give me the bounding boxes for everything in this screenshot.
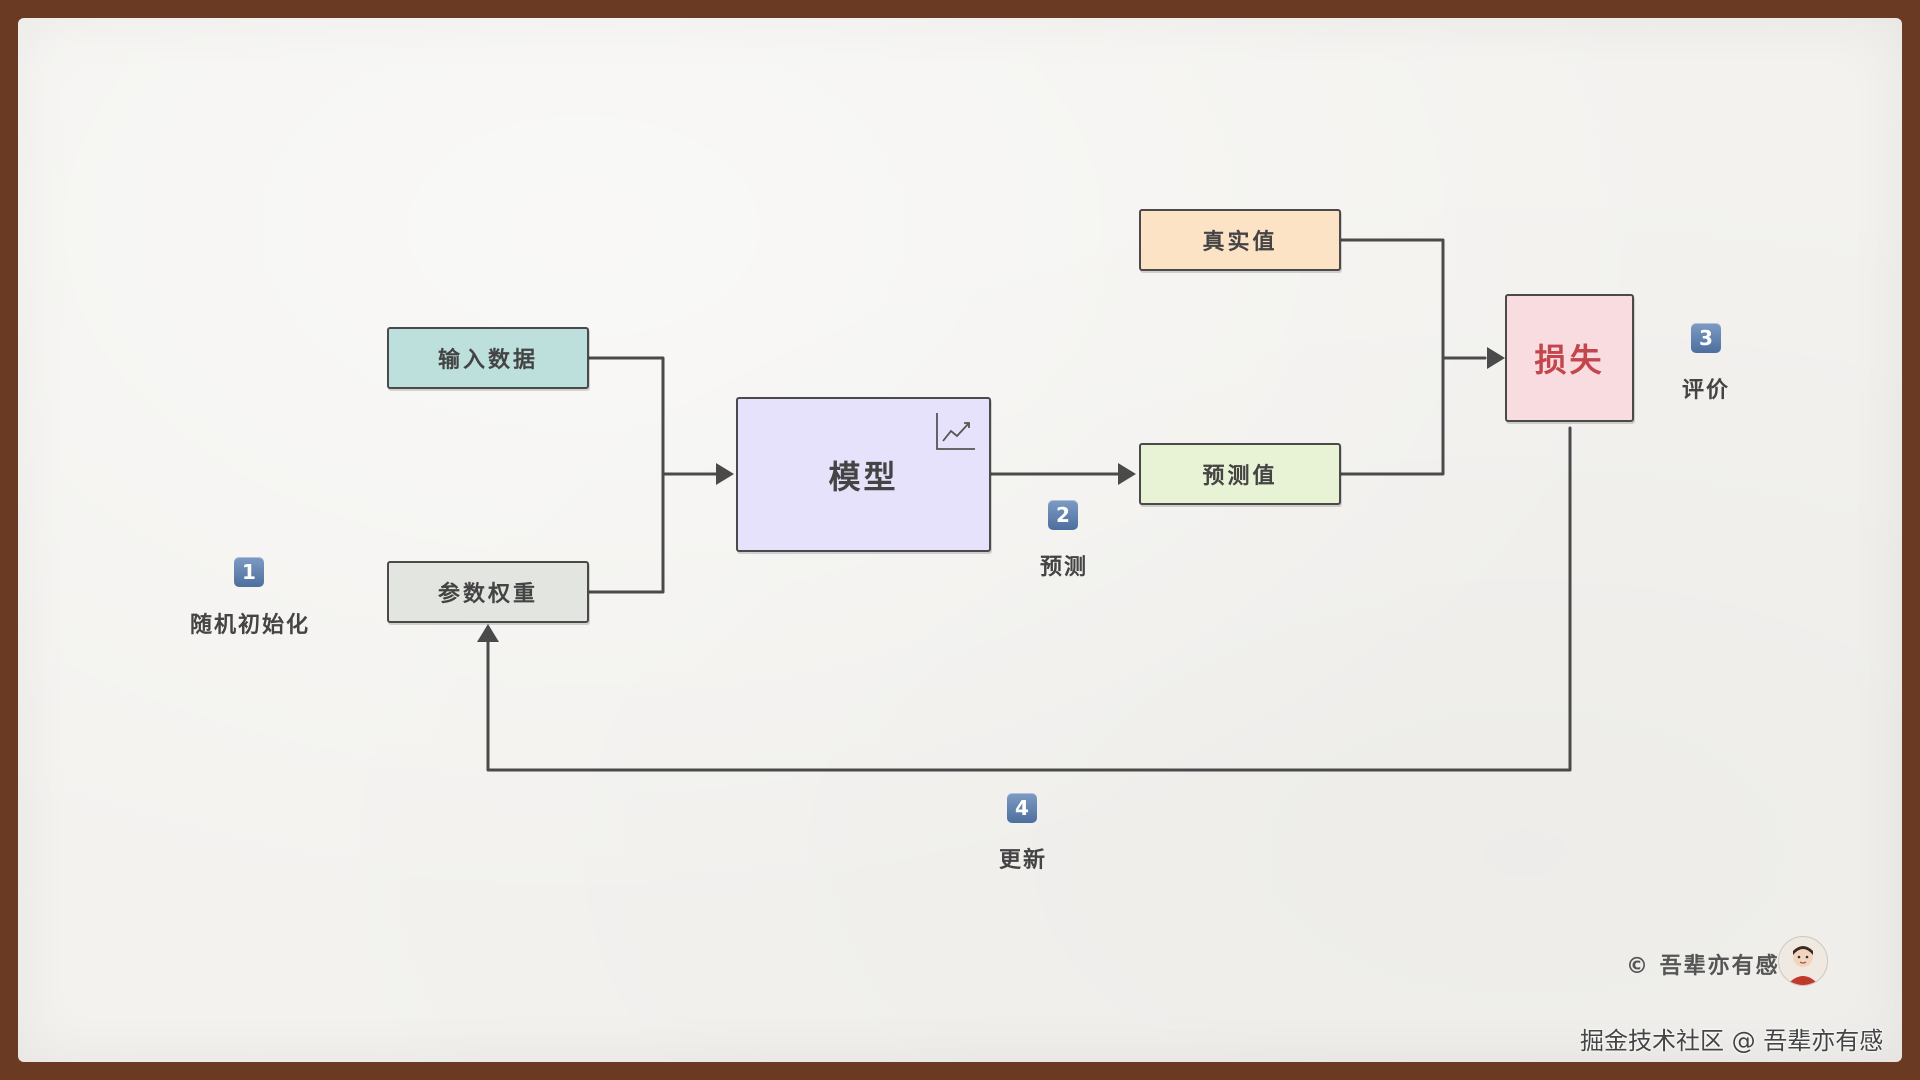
true-value-label: 真实值 (1202, 230, 1278, 255)
input-data-label: 输入数据 (437, 348, 538, 373)
watermark-text: 掘金技术社区 @ 吾辈亦有感 (1580, 1027, 1884, 1055)
step-3-label: 评价 (1681, 378, 1731, 403)
edge-loss-to-params (486, 426, 1572, 772)
step-2-badge: 2 (1048, 500, 1078, 530)
author-avatar (1778, 936, 1828, 986)
input-data-node: 输入数据 (387, 327, 589, 389)
arrowhead-params (477, 624, 499, 642)
copyright-text: © 吾辈亦有感 (1626, 954, 1780, 979)
loss-node: 损失 (1505, 294, 1634, 422)
step-1-badge: 1 (234, 557, 264, 587)
step-1-label: 随机初始化 (189, 613, 311, 638)
edge-prediction-to-loss (1339, 356, 1445, 476)
step-2-label: 预测 (1039, 555, 1089, 580)
true-value-node: 真实值 (1139, 209, 1341, 271)
step-4-badge: 4 (1007, 793, 1037, 823)
edge-true-to-loss (1339, 238, 1487, 360)
line-chart-icon (936, 413, 975, 450)
edge-params-to-model (587, 472, 665, 594)
arrowhead-loss (1487, 347, 1505, 369)
edge-input-to-model (587, 356, 720, 476)
predicted-value-label: 预测值 (1202, 464, 1278, 489)
step-4-label: 更新 (998, 848, 1048, 873)
param-weights-label: 参数权重 (437, 582, 538, 607)
arrowhead-prediction (1118, 463, 1136, 485)
arrowhead-model (716, 463, 734, 485)
predicted-value-node: 预测值 (1139, 443, 1341, 505)
model-node: 模型 (736, 397, 991, 552)
step-3-badge: 3 (1691, 323, 1721, 353)
param-weights-node: 参数权重 (387, 561, 589, 623)
model-label: 模型 (828, 457, 899, 496)
loss-label: 损失 (1534, 341, 1605, 379)
